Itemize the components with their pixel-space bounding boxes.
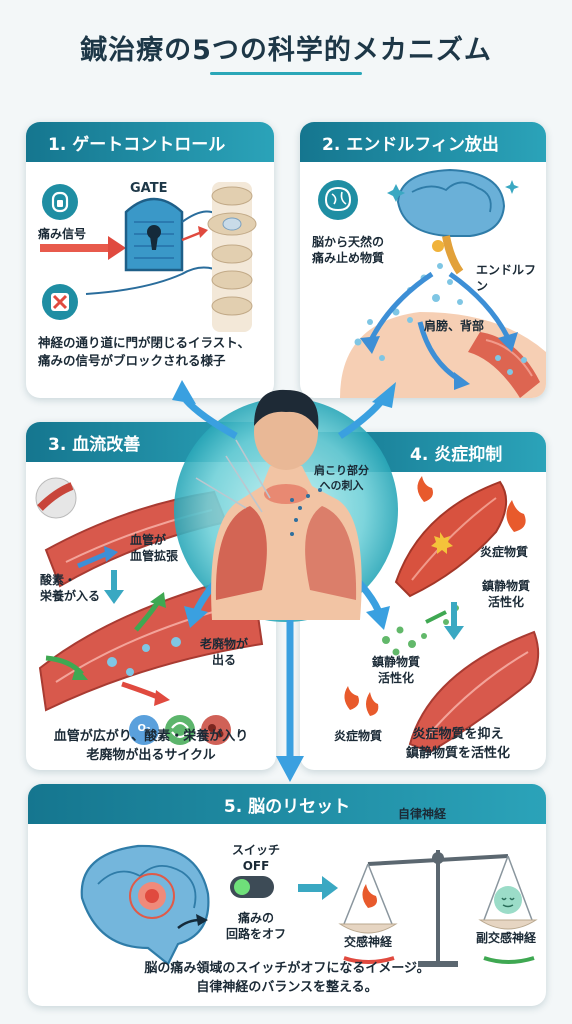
waste-out-line1: 老廃物が (200, 637, 249, 651)
brain-painkiller-line1: 脳から天然の (312, 235, 385, 249)
sympathetic-flame-icon (362, 884, 377, 908)
gate-control-illustration (40, 182, 257, 332)
analgesic-label-2: 鎮静物質 活性化 (372, 654, 420, 686)
waste-out-label: 老廃物が 出る (200, 636, 248, 668)
blood-flow-header: 3. 血流改善 (26, 422, 276, 462)
back-illustration (340, 312, 546, 398)
inflammation-caption: 炎症物質を抑え 鎮静物質を活性化 (370, 726, 546, 764)
switch-off-label: スイッチ OFF (228, 842, 284, 874)
brain-illustration (396, 168, 506, 237)
gate-label: GATE (130, 181, 168, 196)
switch-off-line1: スイッチ (231, 843, 280, 857)
analgesic-line2: 活性化 (488, 595, 525, 610)
pain-circuit-line1: 痛みの (237, 911, 274, 925)
vessel-dilation-line1: 血管が (130, 533, 167, 547)
oxygen-icon (129, 715, 159, 745)
switch-off-line2: OFF (242, 859, 270, 874)
brain-reset-caption: 脳の痛み領域のスイッチがオフになるイメージ。 自律神経のバランスを整える。 (28, 960, 546, 998)
gate-caption-line1: 神経の通り道に門が閉じるイラスト、 (38, 335, 251, 350)
flame-icon-3 (344, 686, 359, 710)
blood-flow-caption: 血管が広がり、酸素・栄養が入り 老廃物が出るサイクル (26, 728, 276, 766)
inflammation-caption-line1: 炎症物質を抑え (412, 727, 504, 742)
pain-signal-arrow (40, 244, 110, 252)
shoulder-label: 肩膀、背部 (424, 319, 485, 333)
parasympathetic-calm-icon (494, 886, 522, 914)
blood-caption-line2: 老廃物が出るサイクル (86, 747, 216, 763)
inflammation-substance-label: 炎症物質 (480, 545, 529, 559)
recycle-icon (165, 715, 195, 745)
flame-icon-2 (506, 500, 526, 532)
oxygen-nutrient-line1: 酸素・ (40, 573, 77, 587)
blood-flow-card: 3. 血流改善 血管が 血管拡張 酸素・ 栄養が入る (26, 422, 276, 770)
inflammation-illustration (344, 476, 540, 754)
o2-symbol: O₂ (137, 723, 151, 734)
oxygen-nutrient-label: 酸素・ 栄養が入る (40, 572, 100, 604)
blood-caption-line1: 血管が広がり、酸素・栄養が入り (53, 729, 249, 744)
analgesic2-line1: 鎮静物質 (372, 655, 421, 669)
pain-circuit-line2: 回路をオフ (225, 927, 286, 942)
title-underline (210, 72, 362, 75)
vessel-dilation-line2: 血管拡張 (130, 549, 179, 564)
gate-control-header: 1. ゲートコントロール (26, 122, 274, 162)
brain-reset-caption-line1: 脳の痛み領域のスイッチがオフになるイメージ。 (144, 961, 430, 976)
analgesic-label: 鎮静物質 活性化 (482, 578, 530, 610)
brain-painkiller-label: 脳から天然の 痛み止め物質 (312, 234, 384, 266)
needle-insertion-line1: 肩こり部分 (314, 464, 369, 477)
endorphin-header: 2. エンドルフィン放出 (300, 122, 546, 162)
analgesic-line1: 鎮静物質 (482, 579, 531, 593)
autonomic-label: 自律神経 (398, 807, 447, 821)
endorphin-illustration (318, 168, 546, 398)
arrow-to-card2 (338, 395, 387, 439)
brain-reset-illustration (80, 844, 538, 967)
page-title: 鍼治療の5つの科学的メカニズム (80, 35, 492, 66)
pain-circuit-label: 痛みの 回路をオフ (216, 910, 296, 942)
inflammation-substance-label-2: 炎症物質 (334, 729, 383, 743)
gate-control-card: 1. ゲートコントロール GATE 痛み信号 (26, 122, 274, 398)
gate-caption: 神経の通り道に門が閉じるイラスト、 痛みの信号がブロックされる様子 (38, 334, 268, 370)
vessel-dilation-label: 血管が 血管拡張 (130, 532, 178, 564)
flame-icon-4 (366, 692, 379, 716)
inflammation-caption-line2: 鎮静物質を活性化 (405, 745, 510, 761)
endorphin-card: 2. エンドルフィン放出 脳から天然の 痛み止 (300, 122, 546, 398)
pain-signal-label: 痛み信号 (38, 227, 87, 241)
parasympathetic-label: 副交感神経 (476, 931, 537, 945)
oxygen-nutrient-line2: 栄養が入る (40, 589, 101, 604)
waste-icon (201, 715, 231, 745)
brain-reset-caption-line2: 自律神経のバランスを整える。 (196, 979, 378, 995)
calm-muscle (408, 630, 540, 754)
needle-insertion-line2: への刺入 (319, 478, 364, 492)
sympathetic-label: 交感神経 (344, 935, 393, 949)
gate-caption-line2: 痛みの信号がブロックされる様子 (38, 353, 226, 369)
endorphin-label: エンドルフン (476, 263, 537, 294)
waste-out-line2: 出る (212, 653, 237, 668)
brain-painkiller-line2: 痛み止め物質 (312, 251, 385, 266)
brain-reset-card: 5. 脳のリセット 自律神経 スイッチ OFF 痛みの 回路をオ (28, 784, 546, 1006)
brain-reset-header: 5. 脳のリセット (28, 784, 546, 824)
needle-insertion-label: 肩こり部分 への刺入 (314, 464, 369, 494)
brain-icon (318, 180, 358, 220)
flame-icon (417, 476, 433, 502)
analgesic2-line2: 活性化 (378, 671, 415, 686)
